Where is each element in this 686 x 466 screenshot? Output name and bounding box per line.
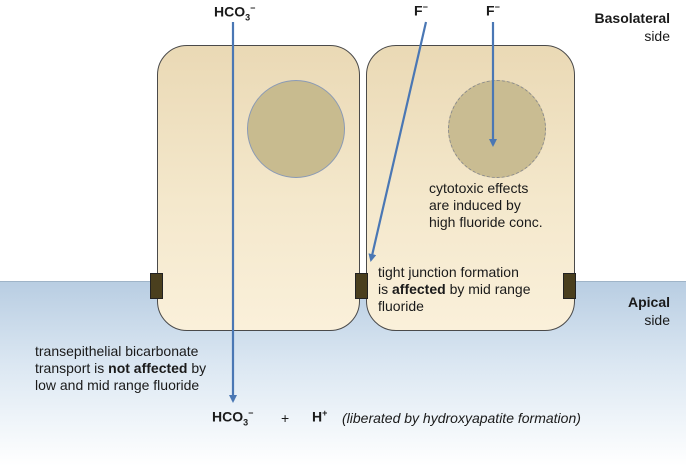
bicarbonate-line-3: low and mid range fluoride xyxy=(35,377,200,393)
fluoride-ion-right: F− xyxy=(486,2,500,19)
bicarbonate-ion-bottom: HCO3− xyxy=(212,408,254,428)
hydroxyapatite-note: (liberated by hydroxyapatite formation) xyxy=(342,410,581,426)
cytotoxic-annotation: cytotoxic effects are induced by high fl… xyxy=(429,180,543,231)
bicarbonate-line-2: transport is not affected by xyxy=(35,360,207,376)
nucleus-right-damaged xyxy=(448,80,546,178)
cytotoxic-line-1: cytotoxic effects xyxy=(429,180,529,196)
basolateral-title: Basolateral xyxy=(594,10,670,26)
tight-junction-line-1: tight junction formation xyxy=(378,264,519,280)
plus-sign: + xyxy=(281,410,290,426)
bicarbonate-line-1: transepithelial bicarbonate xyxy=(35,343,199,359)
bicarbonate-ion-top: HCO3− xyxy=(214,3,256,23)
fluoride-junction-arrow xyxy=(368,21,428,262)
tight-junction-line-2: is affected by mid range xyxy=(378,281,531,297)
tight-junction-right xyxy=(563,273,576,299)
nucleus-left xyxy=(247,80,345,178)
tight-junction-line-3: fluoride xyxy=(378,298,424,314)
basolateral-side-label: Basolateral side xyxy=(595,9,670,45)
tight-junction-middle xyxy=(355,273,368,299)
apical-subtitle: side xyxy=(644,312,670,328)
apical-side-label: Apical side xyxy=(628,293,670,329)
bicarbonate-annotation: transepithelial bicarbonate transport is… xyxy=(35,343,206,394)
cytotoxic-line-2: are induced by xyxy=(429,197,521,213)
cytotoxic-line-3: high fluoride conc. xyxy=(429,214,543,230)
proton-ion: H+ xyxy=(312,408,328,425)
basolateral-subtitle: side xyxy=(644,28,670,44)
tight-junction-annotation: tight junction formation is affected by … xyxy=(378,264,531,315)
tight-junction-left xyxy=(150,273,163,299)
apical-title: Apical xyxy=(627,294,670,310)
fluoride-ion-left: F− xyxy=(414,2,428,19)
